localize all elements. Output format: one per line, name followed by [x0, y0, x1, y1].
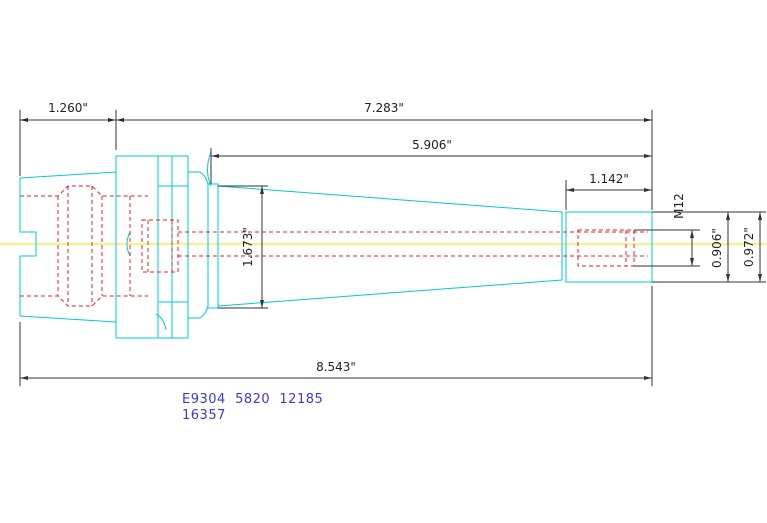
dim-taper-diameter-label: 1.673"	[241, 227, 255, 267]
dim-projection-label: 7.283"	[364, 101, 404, 115]
dimension-arrows	[20, 118, 762, 380]
hidden-lines	[20, 185, 648, 307]
part-number-line2: 16357	[182, 408, 226, 423]
holder-outline	[19, 151, 653, 339]
dim-thread-label: M12	[672, 193, 686, 219]
dim-bore-depth-label: 1.142"	[589, 172, 629, 186]
dim-bore-diameter-label: 0.906"	[710, 228, 724, 268]
dimension-lines	[19, 110, 766, 386]
dim-nose-diameter-label: 0.972"	[742, 227, 756, 267]
dim-taper-length-label: 5.906"	[412, 138, 452, 152]
dim-flange-label: 1.260"	[48, 101, 88, 115]
part-number-line1: E9304 5820 12185	[182, 392, 323, 407]
dim-overall-length-label: 8.543"	[316, 360, 356, 374]
